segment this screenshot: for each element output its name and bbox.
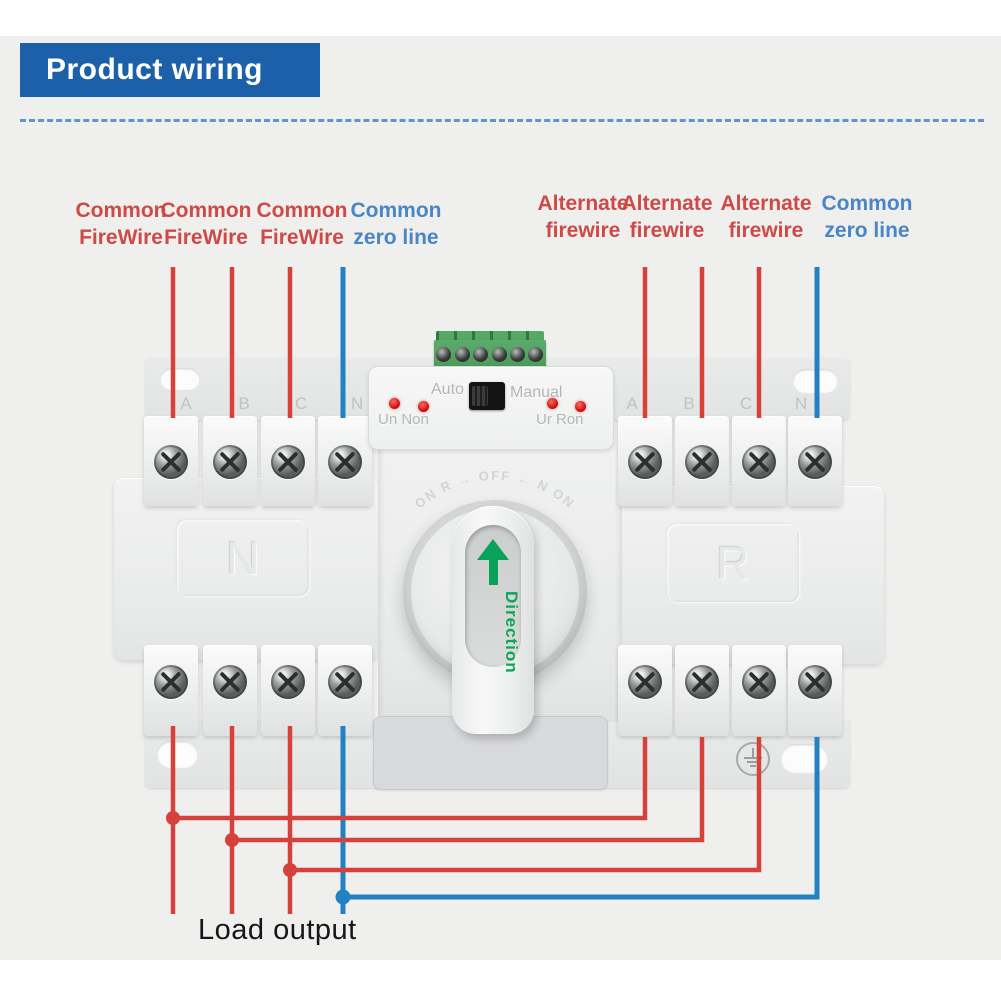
led-indicator bbox=[547, 398, 558, 409]
mounting-hole-top-right bbox=[793, 369, 838, 393]
terminal-top-right-b bbox=[675, 416, 729, 506]
page-title: Product wiring bbox=[46, 53, 263, 86]
label-common-firewire-2: Common FireWire bbox=[160, 199, 252, 249]
phase-letter-right-b: B bbox=[683, 394, 695, 413]
terminal-bottom-right-n bbox=[788, 645, 842, 736]
aux-screw-icon bbox=[473, 347, 488, 362]
terminal-bottom-left-n bbox=[318, 645, 372, 736]
label-alternate-firewire-3: Alternate firewire bbox=[720, 192, 812, 242]
phase-letter-right-a: A bbox=[626, 394, 638, 413]
junction-dot bbox=[225, 833, 239, 847]
direction-arrow-icon bbox=[477, 539, 509, 560]
manual-mode-label: Manual bbox=[510, 384, 563, 401]
reserve-pole-marking: R bbox=[716, 537, 750, 589]
phase-letter-right-c: C bbox=[739, 394, 753, 413]
screw-icon bbox=[742, 665, 776, 699]
screw-icon bbox=[213, 665, 247, 699]
normal-marking-plate: N bbox=[177, 520, 309, 596]
screw-icon bbox=[213, 445, 247, 479]
screw-icon bbox=[328, 445, 362, 479]
phase-letter-left-n: N bbox=[350, 394, 364, 413]
bottom-margin bbox=[0, 960, 1001, 1001]
aux-screw-icon bbox=[528, 347, 543, 362]
screw-icon bbox=[271, 665, 305, 699]
phase-letter-left-a: A bbox=[180, 394, 192, 413]
terminal-top-left-c bbox=[261, 416, 315, 506]
terminal-top-left-n bbox=[318, 416, 372, 506]
section-header: Product wiring bbox=[20, 43, 320, 97]
svg-text:ON R → OFF ← N ON: ON R → OFF ← N ON bbox=[412, 468, 578, 512]
terminal-top-left-b bbox=[203, 416, 257, 506]
label-alternate-firewire-2: Alternate firewire bbox=[621, 192, 713, 242]
dial-arc: ON R → OFF ← N ON bbox=[412, 468, 578, 512]
aux-screw-icon bbox=[455, 347, 470, 362]
dial-arc-text: ON R → OFF ← N ON bbox=[412, 468, 576, 512]
terminal-bottom-left-b bbox=[203, 645, 257, 736]
switch-handle: Direction bbox=[452, 506, 534, 734]
left-led-label: Un Non bbox=[378, 411, 429, 428]
terminal-bottom-right-b bbox=[675, 645, 729, 736]
aux-screw-icon bbox=[510, 347, 525, 362]
aux-terminal-tabs bbox=[436, 331, 544, 342]
screw-icon bbox=[628, 445, 662, 479]
junction-dot bbox=[335, 889, 351, 905]
switch-knob bbox=[472, 386, 488, 406]
screw-icon bbox=[154, 445, 188, 479]
screw-icon bbox=[685, 665, 719, 699]
normal-supply-body: N bbox=[114, 478, 378, 660]
right-led-label: Ur Ron bbox=[536, 411, 584, 428]
junction-dot bbox=[283, 863, 297, 877]
led-indicator bbox=[389, 398, 400, 409]
label-common-zero-line-right: Common zero line bbox=[821, 192, 913, 242]
label-common-firewire-3: Common FireWire bbox=[256, 199, 348, 249]
dashed-divider bbox=[20, 119, 984, 122]
screw-icon bbox=[685, 445, 719, 479]
label-alternate-firewire-1: Alternate firewire bbox=[537, 192, 629, 242]
terminal-top-right-n bbox=[788, 416, 842, 506]
screw-icon bbox=[154, 665, 188, 699]
led-indicator bbox=[418, 401, 429, 412]
label-common-zero-line-left: Common zero line bbox=[350, 199, 442, 249]
terminal-top-left-a bbox=[144, 416, 198, 506]
auto-manual-switch bbox=[469, 382, 505, 410]
ground-icon bbox=[736, 742, 770, 776]
screw-icon bbox=[798, 445, 832, 479]
terminal-bottom-left-c bbox=[261, 645, 315, 736]
phase-letter-right-n: N bbox=[794, 394, 808, 413]
reserve-supply-body: R bbox=[622, 486, 884, 664]
handle-window: Direction bbox=[465, 525, 521, 674]
label-common-firewire-1: Common FireWire bbox=[75, 199, 167, 249]
top-margin bbox=[0, 0, 1001, 36]
aux-screw-icon bbox=[436, 347, 451, 362]
mounting-hole-bottom-left bbox=[157, 741, 198, 768]
auto-mode-label: Auto bbox=[431, 381, 464, 398]
screw-icon bbox=[271, 445, 305, 479]
control-panel: Auto Manual Un Non Ur Ron bbox=[368, 366, 614, 450]
aux-terminal-block bbox=[434, 340, 546, 369]
terminal-bottom-right-a bbox=[618, 645, 672, 736]
load-output-label: Load output bbox=[198, 914, 357, 946]
screw-icon bbox=[628, 665, 662, 699]
reserve-marking-plate: R bbox=[667, 524, 799, 602]
screw-icon bbox=[742, 445, 776, 479]
phase-letter-left-c: C bbox=[294, 394, 308, 413]
led-indicator bbox=[575, 401, 586, 412]
phase-letter-left-b: B bbox=[238, 394, 250, 413]
direction-arrow-icon bbox=[488, 560, 498, 585]
terminal-top-right-c bbox=[732, 416, 786, 506]
screw-icon bbox=[798, 665, 832, 699]
aux-screw-icon bbox=[492, 347, 507, 362]
screw-icon bbox=[328, 665, 362, 699]
normal-pole-marking: N bbox=[226, 532, 260, 584]
junction-dot bbox=[166, 811, 180, 825]
mounting-hole-bottom-right bbox=[781, 744, 828, 773]
direction-label: Direction bbox=[502, 591, 521, 674]
terminal-bottom-right-c bbox=[732, 645, 786, 736]
terminal-bottom-left-a bbox=[144, 645, 198, 736]
mounting-hole-top-left bbox=[160, 368, 200, 390]
terminal-top-right-a bbox=[618, 416, 672, 506]
